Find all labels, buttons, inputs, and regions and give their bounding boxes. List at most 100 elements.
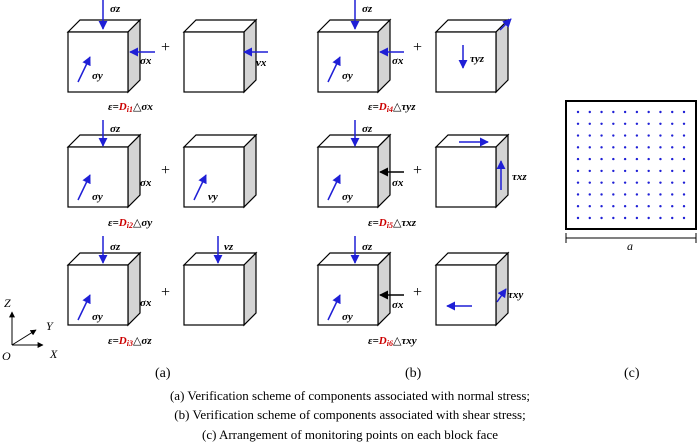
monitoring-point [682, 110, 686, 114]
coordinate-axes: Z Y X O [2, 296, 58, 363]
plus-sign: + [413, 284, 422, 301]
monitoring-point [659, 216, 662, 220]
monitoring-point [600, 157, 603, 161]
monitoring-point [671, 205, 674, 208]
monitoring-point [635, 146, 639, 149]
monitoring-point [576, 169, 580, 173]
label-sigma-z: σz [362, 3, 373, 15]
monitoring-point [612, 181, 615, 184]
label-sigma-x: σx [392, 299, 404, 311]
monitoring-point [682, 146, 686, 149]
equation-4: ε=Di4△τyz [368, 101, 416, 114]
plus-sign: + [161, 284, 170, 301]
plus-sign: + [413, 39, 422, 56]
monitoring-point-grid [576, 110, 686, 220]
monitoring-point [671, 169, 674, 173]
monitoring-point [623, 193, 627, 196]
monitoring-point [635, 122, 639, 125]
monitoring-point [588, 134, 591, 137]
monitoring-point [671, 122, 674, 125]
monitoring-point [647, 146, 650, 149]
caption-line-a: (a) Verification scheme of components as… [169, 388, 531, 403]
scheme-a-row2: σz σx σy + vy ε=Di2△σy [67, 120, 257, 230]
label-tau-xy: τxy [508, 289, 523, 301]
scheme-b-row1: σz σx σy + τyz ε=Di4△τyz [317, 0, 512, 114]
monitoring-point [588, 216, 591, 220]
label-sigma-y: σy [92, 191, 103, 203]
monitoring-point [635, 134, 639, 137]
label-sigma-z: σz [110, 241, 121, 253]
label-sigma-x: σx [392, 177, 404, 189]
panel-label-c: (c) [624, 366, 640, 381]
monitoring-point [600, 216, 603, 220]
monitoring-point [576, 122, 580, 125]
monitoring-point [623, 181, 627, 184]
monitoring-point [635, 110, 639, 114]
monitoring-point [671, 134, 674, 137]
monitoring-point [600, 205, 603, 208]
monitoring-point [659, 134, 662, 137]
monitoring-point [600, 181, 603, 184]
label-v-x: vx [256, 57, 267, 69]
monitoring-point [576, 181, 580, 184]
monitoring-point [647, 122, 650, 125]
monitoring-point [635, 216, 639, 220]
monitoring-point [623, 216, 627, 220]
monitoring-point [671, 216, 674, 220]
axis-z-label: Z [4, 296, 11, 310]
label-tau-xz: τxz [512, 171, 527, 183]
monitoring-point [588, 157, 591, 161]
monitoring-point [659, 146, 662, 149]
monitoring-point [682, 157, 686, 161]
equation-3: ε=Di3△σz [108, 335, 152, 348]
label-tau-yz: τyz [470, 53, 485, 65]
plus-sign: + [161, 162, 170, 179]
monitoring-point [623, 146, 627, 149]
monitoring-point [612, 157, 615, 161]
monitoring-point [623, 134, 627, 137]
monitoring-point [682, 181, 686, 184]
monitoring-point [682, 122, 686, 125]
monitoring-point [682, 216, 686, 220]
monitoring-point [600, 110, 603, 114]
label-sigma-z: σz [110, 123, 121, 135]
monitoring-point [576, 216, 580, 220]
monitoring-point [588, 193, 591, 196]
monitoring-point [635, 157, 639, 161]
monitoring-point [671, 193, 674, 196]
monitoring-point [647, 134, 650, 137]
monitoring-point [588, 205, 591, 208]
monitoring-point [635, 205, 639, 208]
monitoring-point [647, 169, 650, 173]
monitoring-point [659, 157, 662, 161]
plus-sign: + [161, 39, 170, 56]
monitoring-point [612, 146, 615, 149]
panel-label-a: (a) [155, 366, 171, 381]
scheme-b-row3: σz σx σy + τxy ε=Di6△τxy [317, 236, 523, 348]
label-sigma-x: σx [140, 177, 152, 189]
monitoring-point [612, 122, 615, 125]
axis-x-label: X [49, 347, 58, 361]
label-sigma-z: σz [110, 3, 121, 15]
monitoring-point [588, 146, 591, 149]
label-v-z: vz [224, 241, 234, 253]
axis-origin-label: O [2, 349, 11, 363]
monitoring-point [576, 146, 580, 149]
monitoring-point [612, 205, 615, 208]
monitoring-point [671, 146, 674, 149]
monitoring-point [600, 134, 603, 137]
caption-line-c: (c) Arrangement of monitoring points on … [201, 427, 498, 442]
monitoring-point [612, 169, 615, 173]
scheme-a-row3: σz σx σy + vz ε=Di3△σz [67, 236, 257, 348]
monitoring-point [635, 169, 639, 173]
label-sigma-z: σz [362, 123, 373, 135]
plus-sign: + [413, 162, 422, 179]
label-sigma-y: σy [342, 311, 353, 323]
equation-2: ε=Di2△σy [108, 217, 152, 230]
monitoring-point [576, 157, 580, 161]
label-sigma-x: σx [140, 297, 152, 309]
monitoring-point [671, 110, 674, 114]
monitoring-point [671, 157, 674, 161]
monitoring-point [659, 181, 662, 184]
